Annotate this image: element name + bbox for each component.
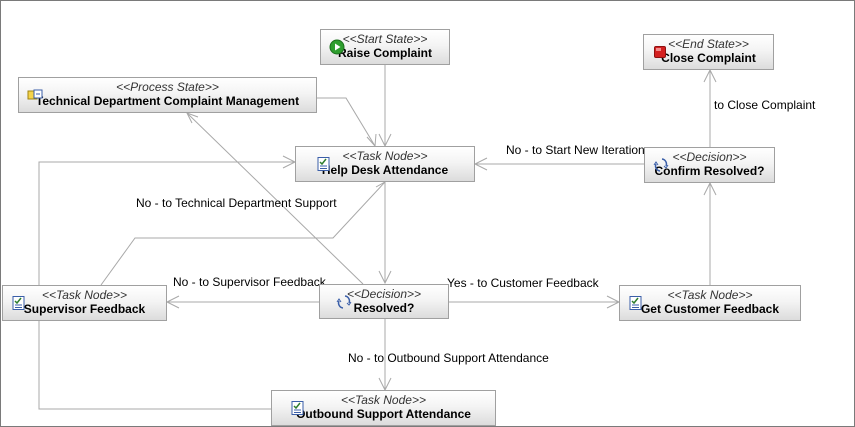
node-stereotype: <<Task Node>>: [341, 393, 426, 407]
node-stereotype: <<End State>>: [668, 37, 749, 51]
decision-icon: [653, 157, 669, 173]
node-raise-complaint[interactable]: <<Start State>> Raise Complaint: [320, 29, 450, 65]
task-node-icon: [11, 295, 27, 311]
edge-resolved-to-technical[interactable]: [186, 112, 364, 285]
node-label: Close Complaint: [661, 51, 756, 65]
node-help-desk-attendance[interactable]: <<Task Node>> Help Desk Attendance: [295, 146, 475, 182]
node-stereotype: <<Decision>>: [672, 150, 747, 164]
edge-label-to-outbound: No - to Outbound Support Attendance: [348, 351, 549, 365]
decision-icon: [336, 294, 352, 310]
edge-resolved-to-supervisor-arrow: [165, 295, 180, 309]
edge-helpdesk-to-resolved-arrow: [378, 270, 392, 285]
end-state-icon: [652, 44, 668, 60]
node-supervisor-feedback[interactable]: <<Task Node>> Supervisor Feedback: [2, 285, 167, 321]
edge-resolved-to-technical-arrow: [185, 112, 199, 124]
process-state-icon: [27, 87, 43, 103]
node-get-customer-feedback[interactable]: <<Task Node>> Get Customer Feedback: [619, 285, 801, 321]
node-label: Help Desk Attendance: [321, 163, 449, 177]
edge-confirm-to-close-arrow: [703, 68, 717, 83]
node-label: Outbound Support Attendance: [296, 407, 471, 421]
edge-technical-to-helpdesk[interactable]: [309, 97, 376, 147]
edge-label-start-new-iteration: No - to Start New Iteration: [506, 143, 645, 157]
node-label: Raise Complaint: [337, 46, 433, 60]
edge-label-to-technical: No - to Technical Department Support: [136, 196, 337, 210]
node-stereotype: <<Task Node>>: [42, 288, 127, 302]
node-stereotype: <<Start State>>: [342, 32, 428, 46]
node-stereotype: <<Task Node>>: [342, 149, 428, 163]
node-stereotype: <<Task Node>>: [667, 288, 753, 302]
edge-supervisor-to-helpdesk-arrow: [375, 181, 386, 193]
node-stereotype: <<Decision>>: [346, 287, 422, 301]
edge-supervisor-to-helpdesk[interactable]: [100, 181, 386, 286]
node-outbound-support-attendance[interactable]: <<Task Node>> Outbound Support Attendanc…: [271, 390, 496, 426]
node-label: Technical Department Complaint Managemen…: [35, 94, 300, 108]
task-node-icon: [316, 156, 332, 172]
node-label: Get Customer Feedback: [640, 302, 780, 316]
edge-confirm-to-helpdesk-arrow: [473, 157, 488, 171]
node-label: Supervisor Feedback: [23, 302, 146, 316]
node-stereotype: <<Process State>>: [116, 80, 219, 94]
node-label: Confirm Resolved?: [654, 164, 765, 178]
node-close-complaint[interactable]: <<End State>> Close Complaint: [643, 34, 774, 70]
start-state-icon: [329, 39, 345, 55]
node-technical-department[interactable]: <<Process State>> Technical Department C…: [18, 77, 317, 113]
edge-label-to-supervisor: No - to Supervisor Feedback: [173, 275, 326, 289]
node-resolved[interactable]: <<Decision>> Resolved?: [319, 284, 449, 319]
node-label: Resolved?: [353, 301, 415, 315]
node-confirm-resolved[interactable]: <<Decision>> Confirm Resolved?: [644, 147, 775, 183]
task-node-icon: [290, 400, 306, 416]
task-node-icon: [628, 295, 644, 311]
edge-customer-to-confirm-arrow: [703, 181, 717, 196]
edge-label-to-close: to Close Complaint: [714, 98, 816, 112]
edge-label-to-customer: Yes - to Customer Feedback: [447, 276, 599, 290]
